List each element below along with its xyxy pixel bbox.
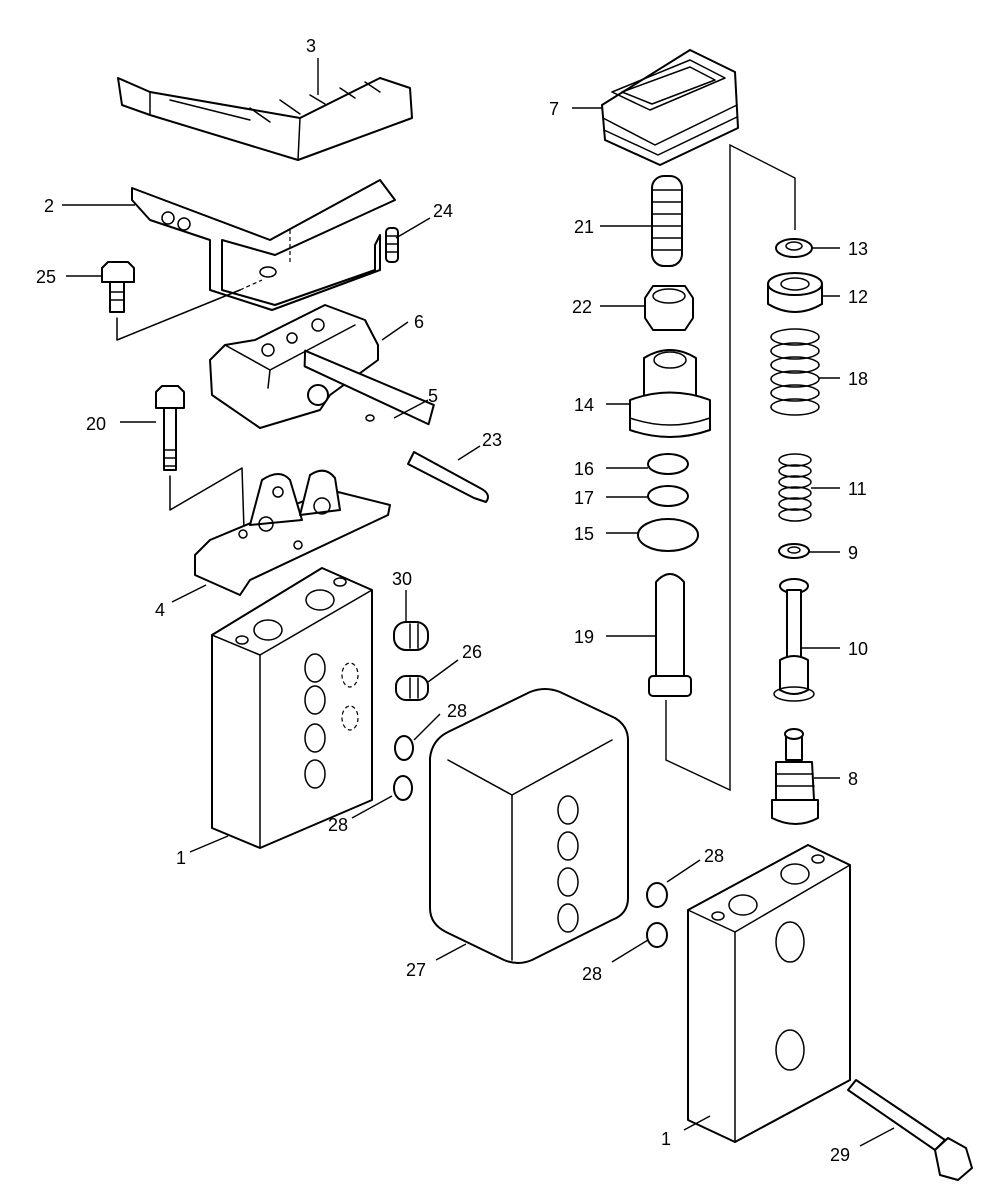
sleeve-5-part xyxy=(303,349,435,426)
washer-13-part xyxy=(775,238,813,258)
leader-lines xyxy=(62,58,895,1147)
boot-7-part xyxy=(601,49,739,166)
callout-8: 8 xyxy=(848,769,858,789)
callout-24: 24 xyxy=(433,201,453,221)
bolt-20-part xyxy=(155,385,245,531)
pedal-pad-part xyxy=(117,77,413,161)
washer-9-part xyxy=(778,543,810,559)
callout-22: 22 xyxy=(572,297,592,317)
pin-24-part xyxy=(385,227,399,263)
valve-body-1-right-part xyxy=(687,844,851,1143)
bracket-6-part xyxy=(209,304,379,429)
ring-16-part xyxy=(647,453,689,475)
valve-8-part xyxy=(771,728,819,825)
callout-28-b: 28 xyxy=(328,815,348,835)
spring-11-part xyxy=(778,453,812,522)
bolt-25-part xyxy=(101,261,263,341)
callout-10: 10 xyxy=(848,639,868,659)
callout-6: 6 xyxy=(414,312,424,332)
o-ring-15-part xyxy=(637,518,699,552)
callout-13: 13 xyxy=(848,239,868,259)
pedal-part xyxy=(131,179,396,311)
callout-15: 15 xyxy=(574,524,594,544)
ring-17-part xyxy=(647,485,689,507)
callout-2: 2 xyxy=(44,196,54,216)
callout-27: 27 xyxy=(406,960,426,980)
callout-5: 5 xyxy=(428,386,438,406)
callout-21: 21 xyxy=(574,217,594,237)
pin-23-part xyxy=(407,451,489,503)
callout-17: 17 xyxy=(574,488,594,508)
callout-28-a: 28 xyxy=(447,701,467,721)
valve-body-1-left-part xyxy=(211,567,373,849)
callout-14: 14 xyxy=(574,395,594,415)
bolt-29-part xyxy=(847,1079,973,1181)
callout-19: 19 xyxy=(574,627,594,647)
callout-9: 9 xyxy=(848,543,858,563)
callout-25: 25 xyxy=(36,267,56,287)
plunger-21-part xyxy=(651,175,683,267)
guide-14-part xyxy=(629,349,711,438)
callout-7: 7 xyxy=(549,99,559,119)
callout-30: 30 xyxy=(392,569,412,589)
callout-20: 20 xyxy=(86,414,106,434)
spring-18-part xyxy=(770,328,820,416)
plug-30-part xyxy=(393,621,429,651)
callout-18: 18 xyxy=(848,369,868,389)
plug-26-part xyxy=(395,675,429,701)
nut-22-part xyxy=(644,285,694,331)
callout-11: 11 xyxy=(848,479,867,499)
callout-1-right: 1 xyxy=(661,1129,671,1149)
callout-16: 16 xyxy=(574,459,594,479)
o-ring-28-left-part xyxy=(393,735,414,801)
callout-4: 4 xyxy=(155,600,165,620)
callout-29: 29 xyxy=(830,1145,850,1165)
callout-1-left: 1 xyxy=(176,848,186,868)
piston-19-part xyxy=(648,573,692,697)
hinge-base-4-part xyxy=(194,469,391,596)
cover-block-27-part xyxy=(429,688,629,964)
callout-3: 3 xyxy=(306,36,316,56)
callout-12: 12 xyxy=(848,287,868,307)
callout-23: 23 xyxy=(482,430,502,450)
cap-12-part xyxy=(767,272,823,313)
callout-28-d: 28 xyxy=(582,964,602,984)
o-ring-28-right-part xyxy=(646,882,668,948)
spool-10-part xyxy=(773,578,815,702)
callout-26: 26 xyxy=(462,642,482,662)
callout-28-c: 28 xyxy=(704,846,724,866)
assembly-line-middle xyxy=(665,143,796,792)
